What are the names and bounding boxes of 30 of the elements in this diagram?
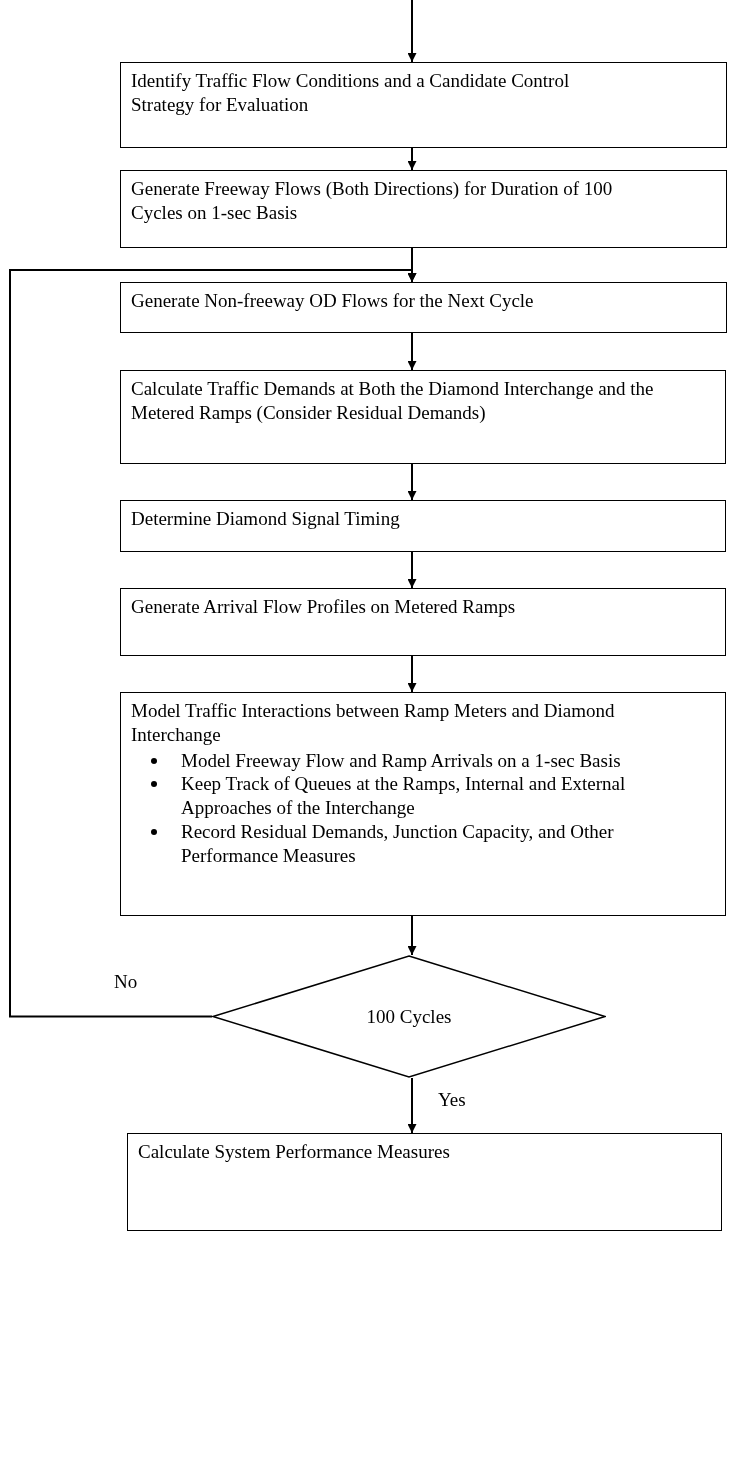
arrow: [407, 915, 417, 956]
bullet-text: Model Freeway Flow and Ramp Arrivals on a 1-sec Basis: [181, 749, 621, 771]
arrow: [407, 463, 417, 501]
step-text: Identify Traffic Flow Conditions and a Candidate Control Strategy for Evaluation: [131, 69, 571, 117]
process-box: [120, 62, 727, 148]
process-box: [120, 370, 726, 464]
decision-diamond: [212, 955, 606, 1078]
process-box: [120, 282, 727, 333]
bullet-text: Keep Track of Queues at the Ramps, Internal and External Approaches of the Interchange: [181, 773, 626, 818]
step-text: Model Traffic Interactions between Ramp Meters and Diamond Interchange: [131, 699, 616, 747]
process-box: [127, 1133, 722, 1231]
step-text: Generate Non-freeway OD Flows for the Next Cycle: [131, 289, 535, 313]
process-box: [120, 692, 726, 916]
arrow: [407, 1077, 417, 1134]
process-box: [120, 588, 726, 656]
arrow: [407, 0, 417, 63]
arrow: [407, 551, 417, 589]
arrow: [9, 269, 417, 1018]
step-text: Generate Arrival Flow Profiles on Metered Ramps: [131, 595, 517, 619]
step-text: Calculate System Performance Measures: [138, 1140, 451, 1164]
process-box: [120, 170, 727, 248]
decision-label: 100 Cycles: [365, 1005, 453, 1028]
step-text: Generate Freeway Flows (Both Directions) for Duration of 100 Cycles on 1-sec Basis: [131, 177, 614, 225]
arrow: [407, 332, 417, 371]
step-text: Calculate Traffic Demands at Both the Diamond Interchange and the Metered Ramps (Consider Residual Demands): [131, 377, 655, 425]
process-box: [120, 500, 726, 552]
bullet-text: Record Residual Demands, Junction Capacity, and Other Performance Measures: [181, 820, 614, 866]
arrow: [407, 147, 417, 171]
step-text: Determine Diamond Signal Timing: [131, 507, 401, 531]
arrow: [407, 655, 417, 693]
